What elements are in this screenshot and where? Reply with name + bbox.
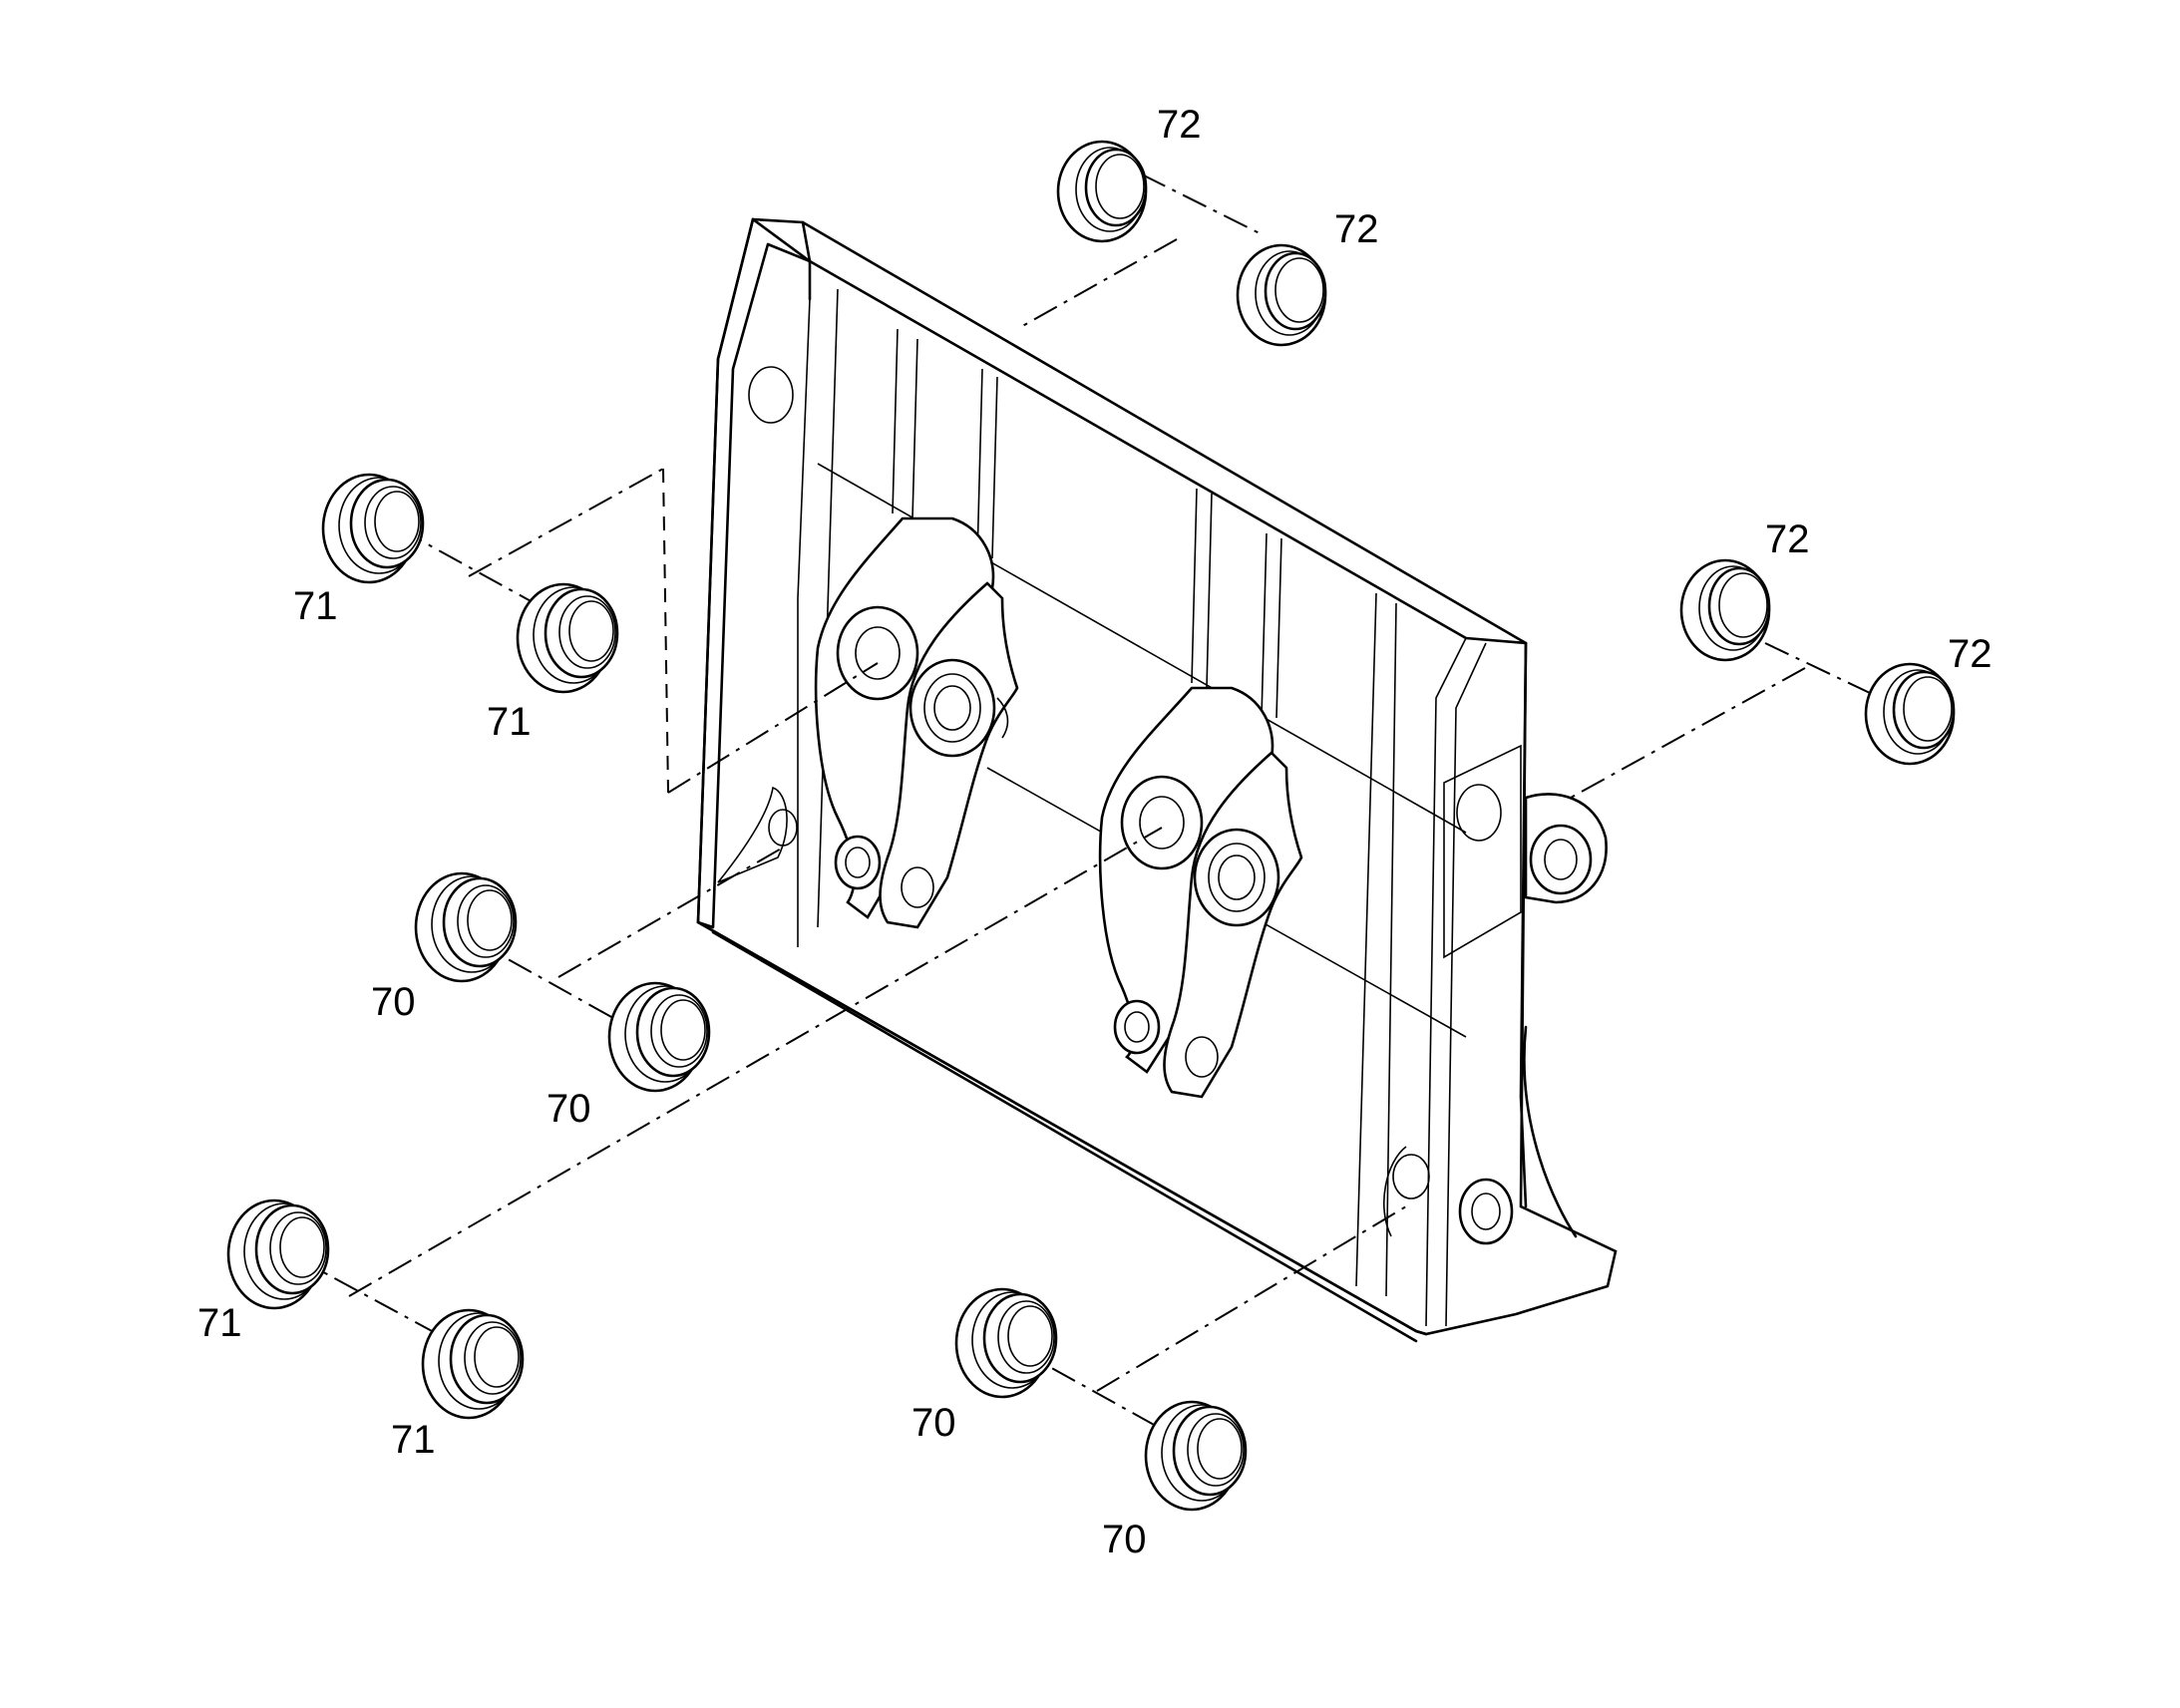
label-70-middle-a: 70 — [371, 980, 416, 1024]
frame-assembly — [696, 217, 1618, 1343]
label-72-right-upper: 72 — [1765, 517, 1810, 561]
label-71-lower-left-b: 71 — [391, 1418, 436, 1462]
bushing-72-right-upper — [1679, 558, 1771, 662]
label-72-top-left: 72 — [1157, 103, 1202, 147]
label-71-lower-left-a: 71 — [197, 1301, 242, 1345]
label-70-middle-b: 70 — [546, 1087, 591, 1131]
bushing-70-middle-b — [607, 981, 711, 1093]
label-72-top-right: 72 — [1334, 207, 1379, 251]
bushing-71-upper-left-a — [321, 473, 425, 584]
bushing-72-top-right — [1236, 243, 1327, 347]
bushing-72-right-lower — [1864, 662, 1956, 766]
bushing-72-top-left — [1056, 140, 1148, 243]
part-labels: 72 72 72 72 71 71 71 71 70 70 70 70 — [197, 103, 1993, 1561]
bushing-71-upper-left-b — [516, 582, 619, 694]
bushing-71-lower-left-a — [226, 1198, 330, 1310]
bushing-70-bottom-b — [1144, 1400, 1248, 1512]
label-72-right-lower: 72 — [1948, 632, 1993, 676]
bushing-71-lower-left-b — [421, 1308, 525, 1420]
label-71-upper-left-b: 71 — [487, 700, 532, 744]
label-71-upper-left-a: 71 — [293, 584, 338, 628]
bushing-70-middle-a — [414, 871, 518, 983]
label-70-bottom-a: 70 — [911, 1401, 956, 1445]
bushing-70-bottom-a — [954, 1287, 1058, 1399]
label-70-bottom-b: 70 — [1102, 1518, 1147, 1561]
